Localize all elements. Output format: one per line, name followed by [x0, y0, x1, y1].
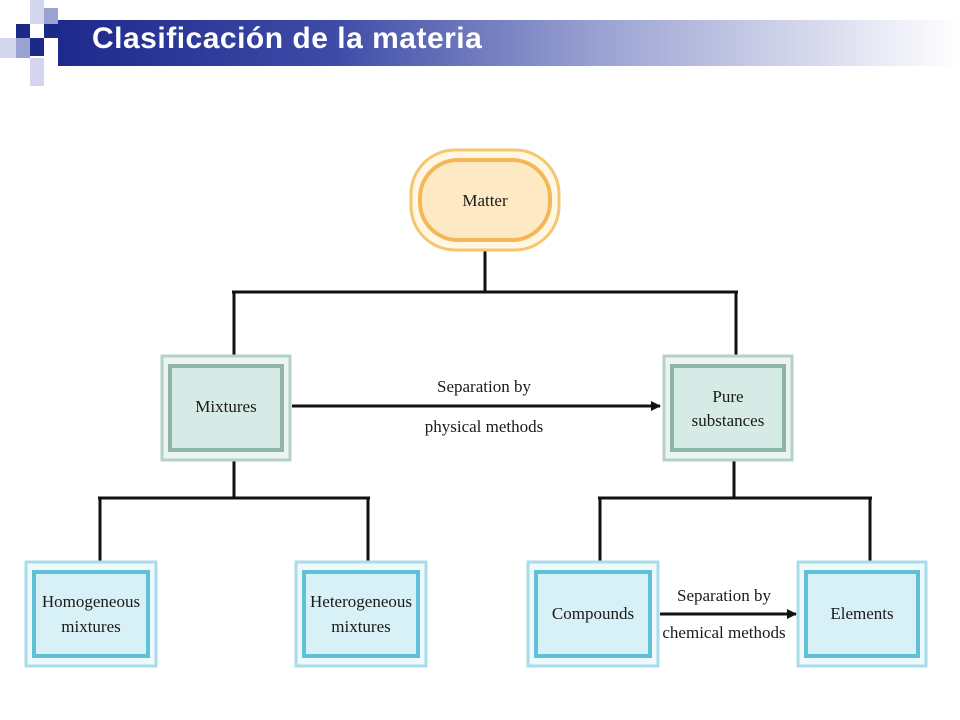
physical-separation-label-line2: physical methods [425, 417, 544, 436]
node-elements: Elements [796, 560, 928, 668]
node-heterogeneous-label-line2: mixtures [331, 617, 391, 636]
page-title: Clasificación de la materia [92, 22, 483, 55]
title-banner [58, 20, 960, 66]
node-pure-label-line1: Pure [712, 387, 743, 406]
decor-square-dark-3 [30, 38, 44, 56]
node-heterogeneous-label-line1: Heterogeneous [310, 592, 412, 611]
node-homogeneous-label-line2: mixtures [61, 617, 121, 636]
chemical-separation-label-line1: Separation by [677, 586, 771, 605]
decor-square-light-2 [0, 38, 16, 58]
node-mixtures-label: Mixtures [195, 397, 256, 416]
node-homogeneous-label-line1: Homogeneous [42, 592, 140, 611]
node-matter-label: Matter [462, 191, 508, 210]
node-compounds: Compounds [526, 560, 660, 668]
decor-square-mid-2 [16, 38, 30, 58]
chemical-separation-label-line2: chemical methods [662, 623, 785, 642]
decor-square-light-3 [30, 58, 44, 86]
node-elements-label: Elements [830, 604, 893, 623]
node-heterogeneous-mixtures: Heterogeneous mixtures [294, 560, 428, 668]
node-matter: Matter [409, 148, 561, 252]
physical-separation-label-line1: Separation by [437, 377, 531, 396]
decor-square-mid [44, 8, 58, 24]
decor-square-light [30, 0, 44, 24]
node-pure-substances: Pure substances [662, 354, 794, 462]
decor-square-dark [16, 24, 30, 38]
node-pure-label-line2: substances [692, 411, 765, 430]
decor-square-dark-2 [44, 24, 58, 38]
node-homogeneous-mixtures: Homogeneous mixtures [24, 560, 158, 668]
node-mixtures: Mixtures [160, 354, 292, 462]
connector-lines [98, 250, 872, 562]
node-compounds-label: Compounds [552, 604, 634, 623]
